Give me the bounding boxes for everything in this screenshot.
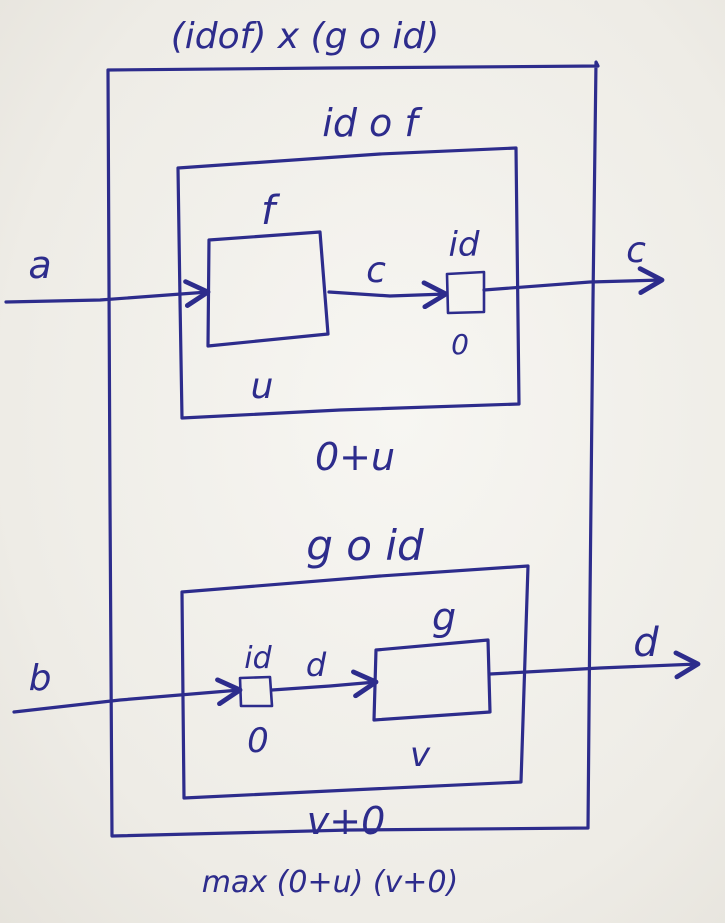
f-block-label: f (261, 188, 281, 234)
outer-box (106, 60, 600, 838)
outer-title: (idof) x (g o id) (171, 16, 440, 57)
f-block-sub: u (251, 366, 274, 407)
wire-input-b (12, 677, 243, 714)
top-box-title: id o f (322, 101, 423, 145)
wire-label-d-middle: d (306, 646, 327, 684)
outer-footer: max (0+u) (v+0) (202, 865, 458, 900)
wire-label-b: b (29, 658, 52, 699)
g-block (372, 638, 492, 722)
top-box-footer: 0+u (315, 435, 395, 479)
bottom-box-title: g o id (306, 521, 424, 570)
top-id-sub: 0 (451, 328, 469, 361)
top-id-block (445, 270, 486, 315)
bottom-id-label: id (244, 641, 272, 676)
wire-middle-d (270, 669, 379, 699)
wire-label-a: a (28, 243, 51, 287)
f-block (206, 230, 330, 348)
wire-label-c-middle: c (366, 250, 386, 291)
bottom-id-block (238, 675, 274, 708)
bottom-box-footer: v+0 (307, 799, 386, 843)
top-id-label: id (448, 225, 479, 265)
wire-output-c (482, 266, 665, 295)
g-block-label: g (432, 595, 456, 639)
bottom-inner-box (180, 564, 530, 800)
wire-middle-c (327, 280, 449, 310)
bottom-id-sub: 0 (247, 721, 269, 761)
wire-output-d (488, 650, 701, 680)
wire-input-a (4, 279, 211, 308)
wire-label-d-output: d (633, 620, 659, 666)
g-block-sub: v (410, 735, 431, 775)
top-inner-box (176, 146, 521, 420)
wire-label-c-output: c (626, 230, 646, 271)
